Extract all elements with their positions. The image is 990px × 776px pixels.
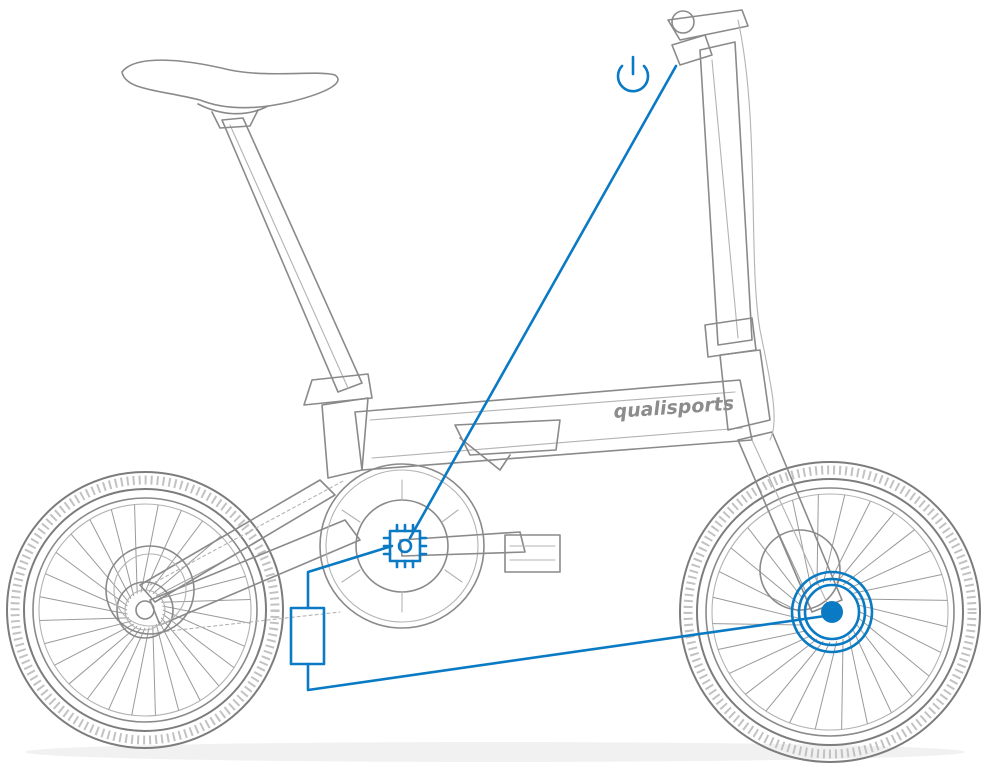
spoke [152,626,156,716]
spoke [39,617,129,621]
battery-icon [289,606,326,666]
drivetrain [105,463,561,635]
spoke [822,494,846,583]
spoke [110,509,135,597]
spoke [729,635,812,674]
wiring-overlay [306,64,834,692]
spoke [730,547,802,606]
spoke [158,575,246,600]
spoke [162,613,235,668]
spoke [829,500,871,583]
spoke [792,500,812,589]
spoke [848,550,931,589]
front-wheel [679,461,981,763]
spoke [155,623,180,711]
spoke [859,604,948,628]
spoke [857,598,948,601]
spoke [162,609,245,647]
spoke [765,640,824,712]
brand-label: qualisports [613,393,735,423]
spoke [841,639,844,730]
spoke [814,641,838,730]
spoke [134,504,138,594]
spoke [44,620,132,645]
ground-shadow [25,742,965,762]
spoke [140,504,159,593]
spoke [718,571,801,613]
spoke [848,635,868,724]
spoke [747,527,804,600]
spoke [39,596,128,615]
spoke [853,574,942,594]
spoke [162,605,251,624]
spoke [718,630,807,650]
spoke [68,625,138,685]
spoke [745,638,818,695]
saddle [121,59,339,129]
spoke [158,620,201,701]
spoke [89,519,132,600]
spoke [858,618,930,677]
spoke [712,596,801,620]
controller-chip-icon [382,523,428,569]
hub-motor-icon [790,570,874,654]
spoke [87,627,142,700]
spoke [789,641,831,724]
spoke [70,533,130,603]
spoke [856,624,913,697]
spoke [859,611,942,653]
bike-frame [139,9,843,626]
spoke [131,627,150,716]
spoke [842,529,915,586]
spoke [45,573,128,611]
spoke [55,552,128,607]
spoke [54,623,135,666]
spoke [836,512,895,584]
rear-wheel [6,471,284,749]
spoke [853,630,892,713]
spoke [108,627,146,710]
spoke [161,599,251,603]
power-icon [616,55,650,93]
